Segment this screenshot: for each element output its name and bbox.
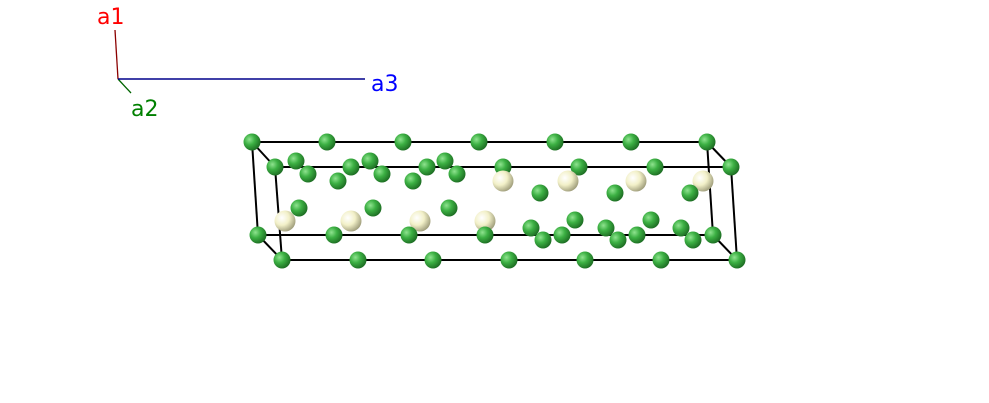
- atom-green: [325, 226, 343, 244]
- atom-green: [553, 226, 571, 244]
- axis-a2-label: a2: [131, 97, 158, 122]
- atom-green: [418, 158, 436, 176]
- atom-green: [722, 158, 740, 176]
- atom-green: [597, 219, 615, 237]
- unit-cell: [251, 141, 738, 261]
- atom-green: [440, 199, 458, 217]
- axis-indicator: a1 a2 a3: [97, 5, 398, 122]
- atom-green: [273, 251, 291, 269]
- atoms: [243, 133, 746, 269]
- atom-white: [474, 210, 496, 232]
- axis-a2-line: [117, 78, 132, 94]
- atom-green: [364, 199, 382, 217]
- atom-green: [622, 133, 640, 151]
- atom-green: [318, 133, 336, 151]
- axis-a1-line: [114, 29, 119, 80]
- atom-green: [609, 231, 627, 249]
- atom-green: [494, 158, 512, 176]
- atom-green: [606, 184, 624, 202]
- atom-green: [361, 152, 379, 170]
- atom-green: [404, 172, 422, 190]
- atom-green: [476, 226, 494, 244]
- atom-green: [299, 165, 317, 183]
- atom-green: [698, 133, 716, 151]
- atom-green: [329, 172, 347, 190]
- axis-a1-label: a1: [97, 5, 124, 30]
- atom-green: [522, 219, 540, 237]
- atom-white: [340, 210, 362, 232]
- atom-green: [672, 219, 690, 237]
- atom-green: [704, 226, 722, 244]
- atom-green: [243, 133, 261, 151]
- atom-green: [566, 211, 584, 229]
- atom-green: [373, 165, 391, 183]
- atom-green: [287, 152, 305, 170]
- atom-white: [492, 170, 514, 192]
- atom-green: [266, 158, 284, 176]
- cell-edge: [730, 166, 738, 261]
- atom-green: [424, 251, 442, 269]
- atom-white: [625, 170, 647, 192]
- atom-white: [409, 210, 431, 232]
- atom-green: [531, 184, 549, 202]
- atom-green: [500, 251, 518, 269]
- atom-green: [534, 231, 552, 249]
- atom-green: [400, 226, 418, 244]
- atom-green: [349, 251, 367, 269]
- atom-green: [448, 165, 466, 183]
- atom-green: [652, 251, 670, 269]
- atom-white: [274, 210, 296, 232]
- atom-green: [628, 226, 646, 244]
- atom-green: [470, 133, 488, 151]
- atom-green: [681, 184, 699, 202]
- atom-green: [394, 133, 412, 151]
- atom-green: [684, 231, 702, 249]
- atom-green: [546, 133, 564, 151]
- atom-white: [692, 170, 714, 192]
- atom-green: [576, 251, 594, 269]
- atom-green: [342, 158, 360, 176]
- atom-green: [249, 226, 267, 244]
- atom-white: [557, 170, 579, 192]
- axis-a3-label: a3: [371, 72, 398, 97]
- atom-green: [570, 158, 588, 176]
- atom-green: [646, 158, 664, 176]
- atom-green: [290, 199, 308, 217]
- atom-green: [642, 211, 660, 229]
- atom-green: [436, 152, 454, 170]
- atom-green: [728, 251, 746, 269]
- cell-edge: [251, 141, 259, 236]
